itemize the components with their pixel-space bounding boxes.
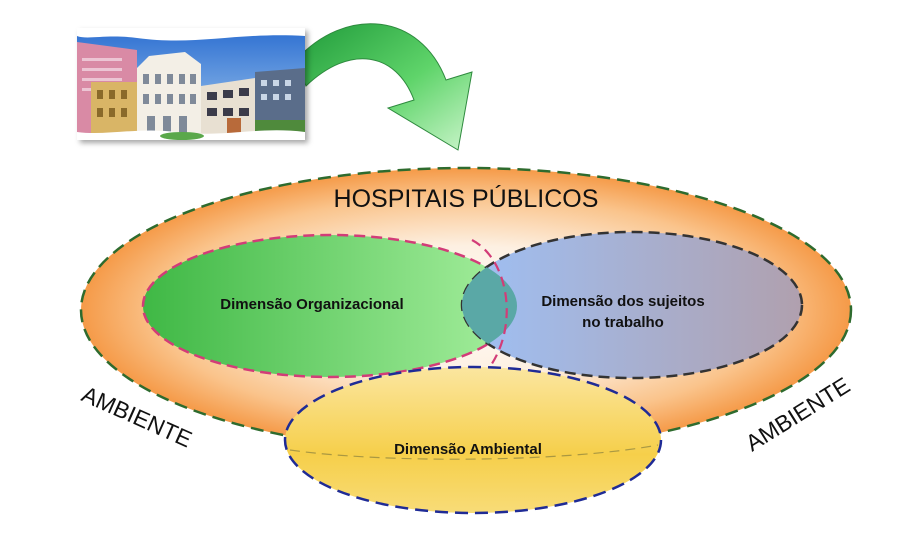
curved-arrow-icon bbox=[296, 24, 472, 150]
label-subjects-line2: no trabalho bbox=[582, 314, 664, 331]
ellipse-environmental bbox=[285, 367, 661, 513]
label-subjects-line1: Dimensão dos sujeitos bbox=[541, 293, 704, 310]
title-hospitais-publicos: HOSPITAIS PÚBLICOS bbox=[334, 184, 599, 213]
label-organizational: Dimensão Organizacional bbox=[220, 296, 403, 313]
hospital-buildings-photo bbox=[77, 28, 305, 140]
label-environmental: Dimensão Ambiental bbox=[394, 441, 542, 458]
